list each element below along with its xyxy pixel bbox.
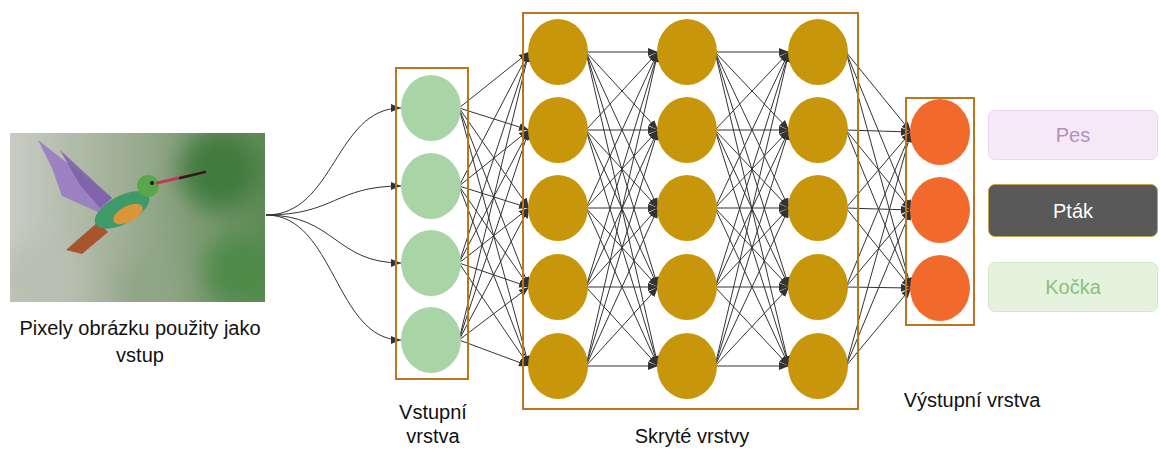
output-neuron	[910, 177, 970, 243]
connection-line	[586, 130, 658, 366]
input-arrow	[266, 108, 401, 215]
hidden-neuron	[528, 333, 588, 399]
connection-line	[715, 52, 789, 287]
connection-line	[586, 52, 658, 287]
input-neuron	[401, 307, 461, 373]
layer-label: Vstupní vrstva	[378, 400, 488, 448]
connection-line	[715, 52, 789, 130]
connection-line	[846, 130, 911, 288]
hidden-neuron	[788, 97, 848, 163]
connection-line	[459, 208, 529, 340]
connection-line	[846, 52, 911, 132]
connection-line	[715, 52, 789, 53]
connection-line	[586, 287, 658, 366]
connection-line	[459, 186, 529, 366]
image-caption: Pixely obrázku použity jako vstup	[10, 315, 270, 369]
class-label: Kočka	[1045, 275, 1101, 299]
connection-line	[586, 52, 658, 130]
connection-line	[715, 130, 789, 366]
connection-line	[715, 366, 789, 367]
connection-line	[586, 208, 658, 366]
connection-line	[459, 340, 529, 366]
connection-line	[586, 52, 658, 287]
connection-line	[846, 288, 911, 366]
connection-line	[715, 52, 789, 287]
hidden-neuron	[657, 97, 717, 163]
input-neuron	[401, 230, 461, 296]
connection-line	[715, 287, 789, 366]
class-label: Pták	[1053, 199, 1093, 223]
input-neuron	[401, 153, 461, 219]
hidden-neuron	[657, 254, 717, 320]
connection-line	[459, 52, 529, 186]
hidden-neuron	[528, 254, 588, 320]
connection-line	[586, 52, 658, 208]
connection-line	[846, 52, 911, 288]
hidden-neuron	[657, 19, 717, 85]
hidden-neuron	[788, 254, 848, 320]
input-neuron	[401, 75, 461, 141]
connection-line	[715, 52, 789, 130]
input-arrow	[266, 215, 401, 340]
hidden-neuron	[788, 333, 848, 399]
connection-line	[715, 130, 789, 366]
class-box-selected: Pták	[988, 184, 1158, 237]
class-label: Pes	[1056, 123, 1090, 147]
input-arrow	[266, 215, 401, 263]
hidden-neuron	[528, 19, 588, 85]
connection-line	[459, 52, 529, 263]
connection-line	[715, 208, 789, 366]
connection-line	[715, 208, 789, 366]
output-neuron	[910, 99, 970, 165]
layer-label: Skryté vrstvy	[582, 424, 802, 448]
output-neuron	[910, 255, 970, 321]
class-box: Kočka	[988, 262, 1158, 312]
neurons	[401, 19, 970, 399]
hidden-neuron	[788, 175, 848, 241]
connection-line	[846, 130, 911, 210]
connection-line	[715, 52, 789, 366]
connection-line	[715, 52, 789, 366]
connection-line	[846, 52, 911, 210]
input-arrow	[266, 186, 401, 215]
connection-line	[586, 52, 658, 208]
hidden-neuron	[528, 175, 588, 241]
hidden-neuron	[657, 333, 717, 399]
connection-line	[586, 287, 658, 366]
connection-line	[846, 132, 911, 366]
connection-line	[586, 52, 658, 366]
connection-line	[715, 287, 789, 366]
connection-line	[846, 132, 911, 287]
connection-line	[586, 52, 658, 53]
network-connections	[266, 52, 911, 366]
connection-line	[459, 108, 529, 366]
connection-line	[715, 52, 789, 208]
hidden-layers-box: Skryté vrstvy	[522, 12, 859, 410]
connection-line	[586, 52, 658, 366]
layer-label: Výstupní vrstva	[857, 388, 1087, 412]
connection-line	[586, 366, 658, 367]
connection-line	[459, 130, 529, 340]
hidden-neuron	[657, 175, 717, 241]
connection-line	[586, 130, 658, 366]
connection-line	[459, 52, 529, 108]
connection-line	[846, 130, 911, 132]
output-layer-box: Výstupní vrstva	[905, 97, 975, 326]
connection-line	[846, 210, 911, 366]
connection-line	[459, 287, 529, 340]
hummingbird-photo	[0, 130, 275, 320]
connection-line	[846, 132, 911, 208]
input-layer-box: Vstupní vrstva	[395, 67, 469, 380]
connection-line	[459, 263, 529, 366]
class-box: Pes	[988, 110, 1158, 160]
connection-line	[715, 52, 789, 208]
hidden-neuron	[528, 97, 588, 163]
connection-line	[586, 208, 658, 366]
connection-line	[586, 52, 658, 130]
hidden-neuron	[788, 19, 848, 85]
connection-line	[459, 52, 529, 340]
